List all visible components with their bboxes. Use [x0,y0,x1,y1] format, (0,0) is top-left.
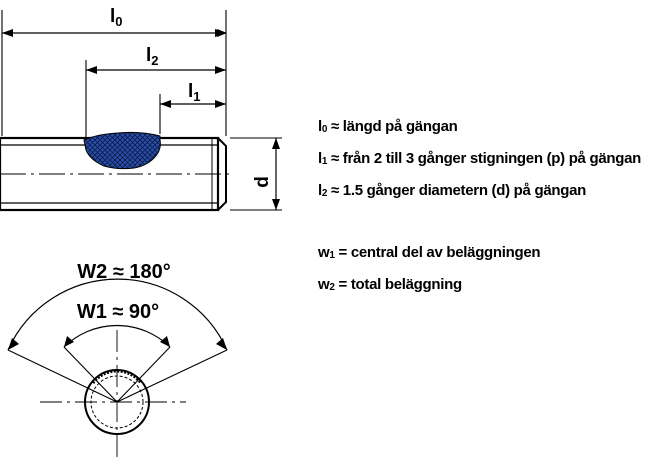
dimension-l1: l1 [160,81,226,108]
coating-patch [83,131,161,170]
dimension-l0: l0 [2,6,227,37]
dimension-label-d: d [252,176,273,188]
legend-item-l1: l1 ≈ från 2 till 3 gånger stigningen (p)… [318,150,641,167]
angle-arrows [8,336,227,350]
angle-label-w2: W2 ≈ 180° [77,261,170,283]
dimension-label-l2: l2 [146,45,159,68]
dimension-label-l0: l0 [110,6,123,29]
legend-item-w2: w2 = total beläggning [318,276,462,293]
legend-item-l2: l2 ≈ 1.5 gånger diametern (d) på gängan [318,182,586,199]
legend-item-l0: l0 ≈ längd på gängan [318,118,458,135]
dimension-l2: l2 [86,45,226,74]
legend-lengths: l0 ≈ längd på gängan l1 ≈ från 2 till 3 … [318,116,641,212]
legend-coating: w1 = central del av beläggningen w2 = to… [318,242,541,306]
dimension-d: d [252,138,280,210]
angle-label-w1: W1 ≈ 90° [77,301,159,323]
legend-item-w1: w1 = central del av beläggningen [318,244,541,261]
angle-diagram [7,278,228,460]
dimension-label-l1: l1 [188,81,201,104]
